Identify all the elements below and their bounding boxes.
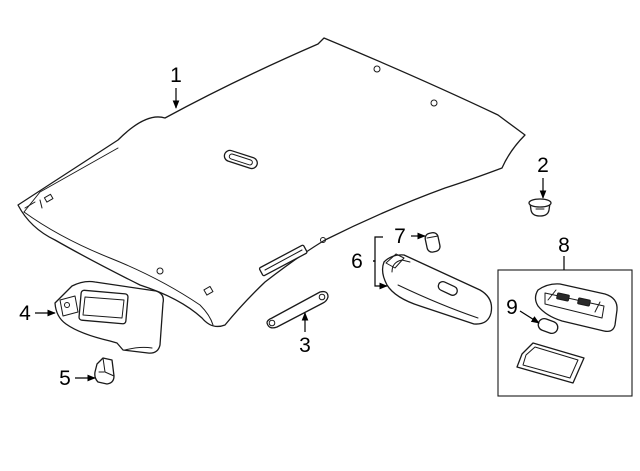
callout-6: 6 xyxy=(351,250,363,273)
callout-2: 2 xyxy=(537,154,549,177)
bracket-part[interactable] xyxy=(266,290,329,329)
callout-3: 3 xyxy=(299,334,311,357)
callout-8: 8 xyxy=(558,234,570,257)
clip-part[interactable] xyxy=(528,198,552,217)
callout-9: 9 xyxy=(506,296,518,319)
visor-holder-part[interactable] xyxy=(94,357,115,385)
map-lamp-box xyxy=(497,269,633,397)
callout-7: 7 xyxy=(394,225,406,248)
bulb-part[interactable] xyxy=(537,317,560,335)
lens-part[interactable] xyxy=(516,342,585,384)
visor-assembly-part[interactable] xyxy=(381,253,493,325)
callout-labels: 1 2 3 4 5 6 7 8 9 xyxy=(19,64,570,390)
callout-4: 4 xyxy=(19,302,31,325)
sun-visor-part[interactable] xyxy=(54,280,164,354)
map-lamp-part[interactable] xyxy=(534,283,618,333)
small-clip-part[interactable] xyxy=(424,232,441,253)
leaders xyxy=(35,88,565,382)
callout-5: 5 xyxy=(59,367,71,390)
headliner-part[interactable] xyxy=(17,37,526,328)
callout-1: 1 xyxy=(170,64,182,87)
